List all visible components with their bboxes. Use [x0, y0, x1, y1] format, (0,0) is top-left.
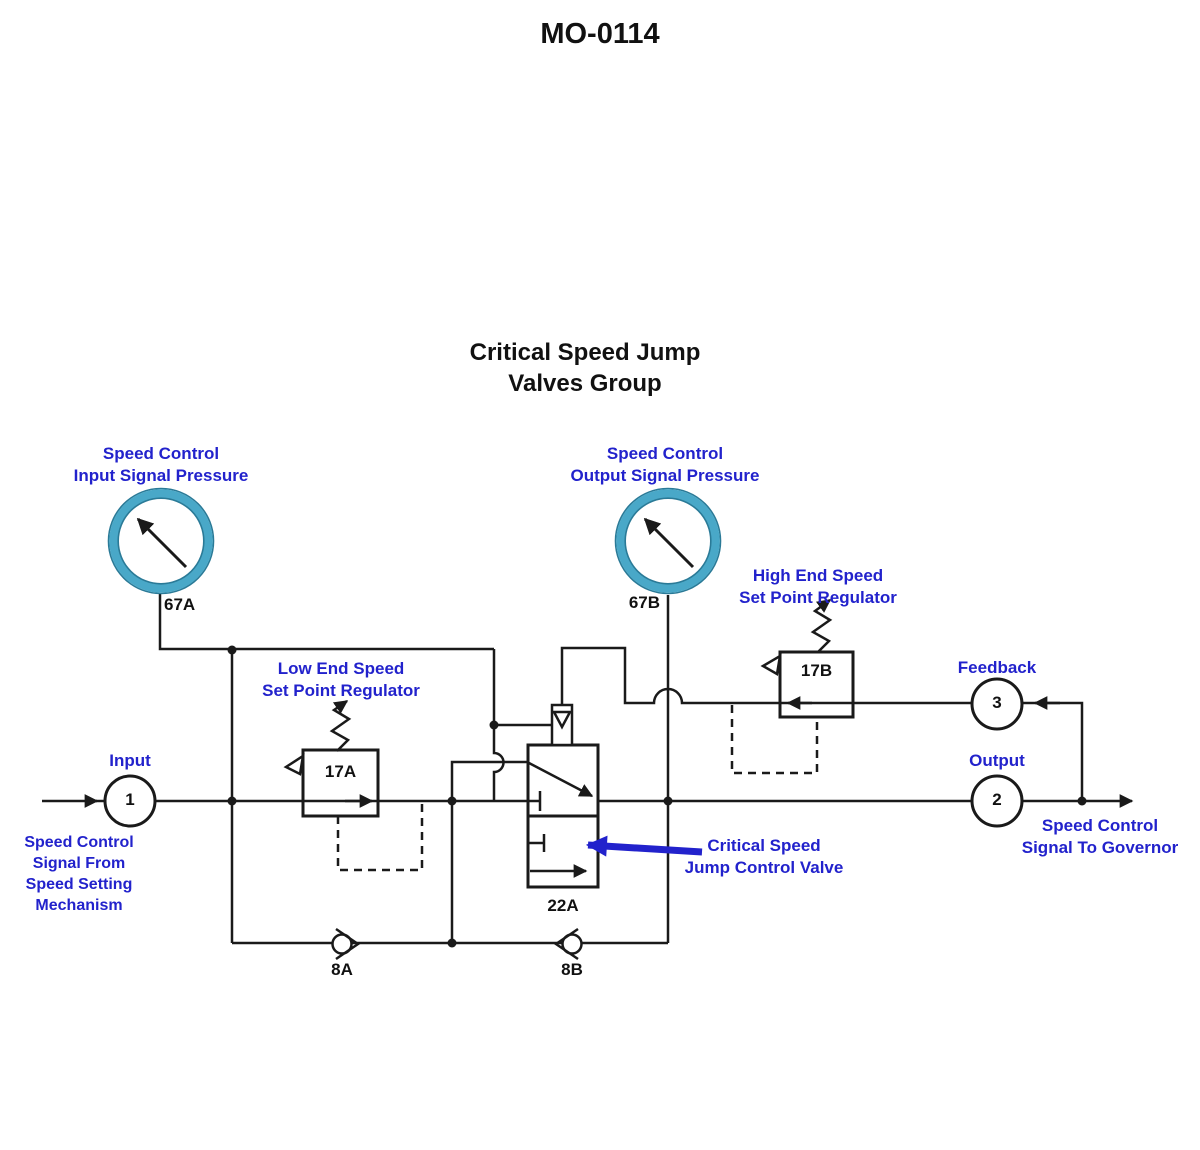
input-number: 1	[125, 790, 135, 809]
check-valve-8a-tag: 8A	[331, 960, 353, 979]
gauge-67b-label: Speed Control Output Signal Pressure	[570, 444, 760, 485]
input-label: Input	[109, 751, 151, 770]
output-caption: Speed Control Signal To Governor	[1021, 816, 1179, 857]
gauge-67a-branch	[158, 594, 494, 651]
output-port-circle	[970, 774, 1024, 828]
diagram-subtitle: Critical Speed Jump Valves Group	[385, 337, 785, 399]
check-valve-8b	[553, 927, 583, 961]
flow-arrows	[329, 598, 1060, 878]
input-caption: Speed Control Signal From Speed Setting …	[24, 834, 134, 914]
regulator-17a-box	[301, 748, 380, 818]
regulator-17b-box	[778, 650, 855, 719]
subtitle-line2: Valves Group	[508, 370, 662, 397]
regulator-17a-spring-icon	[329, 699, 352, 752]
regulator-17a-label: Low End Speed Set Point Regulator	[262, 659, 420, 700]
valve-upper-port-branch	[450, 760, 528, 943]
output-label: Output	[969, 751, 1025, 770]
pressure-gauge-67b	[614, 487, 722, 595]
gauge-needle-icon	[136, 517, 188, 569]
dashed-loop-17a	[336, 801, 424, 872]
subtitle-line1: Critical Speed Jump	[469, 339, 701, 366]
regulator-17b-spring-icon	[810, 598, 833, 653]
gauge-67a-label: Speed Control Input Signal Pressure	[73, 444, 249, 485]
valve-pilot-triangle-icon	[551, 710, 573, 730]
output-number: 2	[992, 790, 1002, 809]
gauge-67b-tag: 67B	[628, 593, 660, 612]
gauge-67a-tag: 67A	[164, 595, 196, 614]
valve-callout: Critical Speed Jump Control Valve	[684, 836, 844, 877]
check-valve-8b-tag: 8B	[561, 960, 583, 979]
pilot-feedback-line	[560, 646, 1084, 801]
regulator-17a-pilot-triangle-icon	[283, 753, 305, 776]
regulator-17a-tag: 17A	[324, 762, 357, 781]
check-valve-8a	[331, 927, 361, 961]
regulator-17b-pilot-triangle-icon	[760, 653, 782, 676]
pressure-gauge-67a	[107, 487, 215, 595]
port-circles	[103, 677, 1024, 828]
feedback-number: 3	[992, 693, 1002, 712]
gauge-needle-icon	[643, 517, 695, 569]
dashed-loop-17b	[730, 705, 819, 775]
page-title: MO-0114	[540, 18, 660, 50]
check-valve-seat-icon	[335, 927, 361, 961]
junction-dots	[227, 645, 1087, 948]
check-valve-seat-icon	[553, 927, 579, 961]
feedback-label: Feedback	[957, 658, 1037, 677]
component-boxes	[283, 650, 855, 889]
valve-22a-tag: 22A	[547, 896, 579, 915]
regulator-17b-tag: 17B	[800, 661, 833, 680]
input-port-circle	[103, 774, 157, 828]
callout-arrow-icon	[585, 835, 703, 857]
feedback-port-circle	[970, 677, 1024, 731]
valve-diagonal-arrow	[528, 761, 594, 798]
regulator-17b-label: High End Speed Set Point Regulator	[739, 566, 897, 607]
